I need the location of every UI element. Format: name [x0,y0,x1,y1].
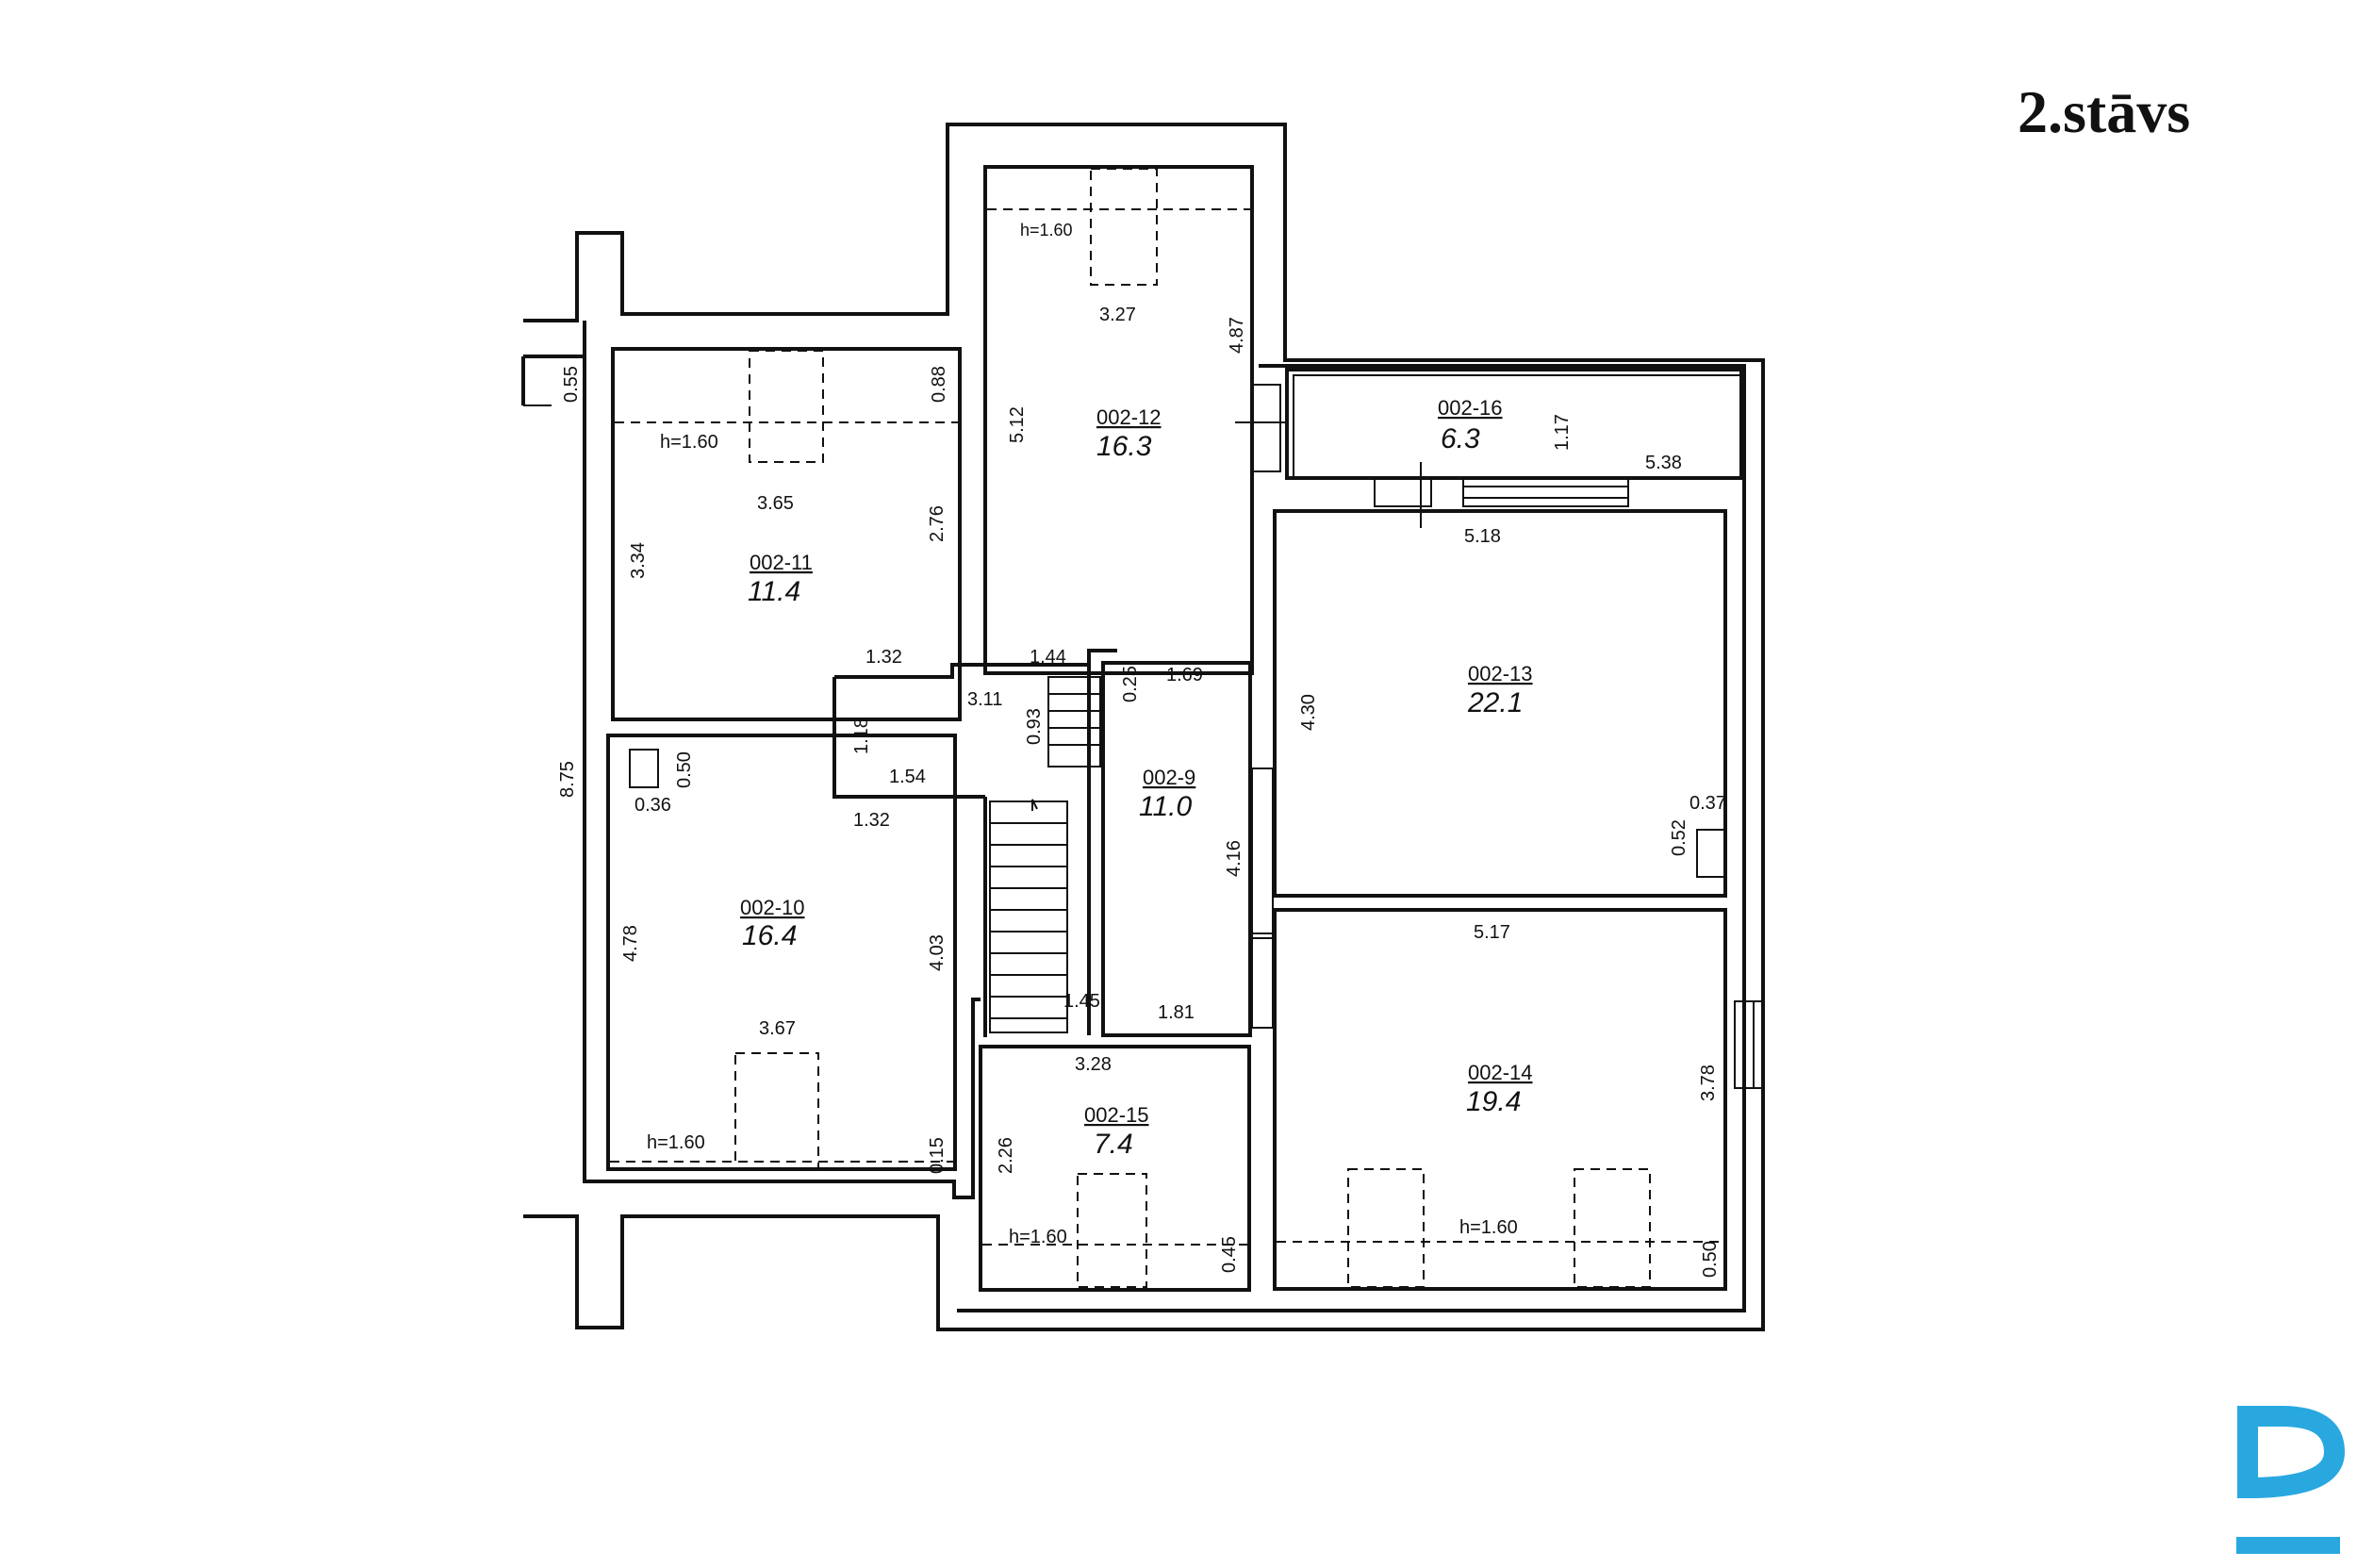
room-label-002-10-area: 16.4 [742,920,797,951]
dim-label: 1.45 [1063,991,1100,1012]
dim-label: 4.30 [1298,694,1319,731]
room-label-002-14-area: 19.4 [1466,1086,1521,1117]
room-label-002-14-id: 002-14 [1468,1061,1533,1084]
room-label-002-11-area: 11.4 [748,576,800,607]
dim-label: 3.28 [1075,1054,1112,1075]
room-label-002-10-id: 002-10 [740,896,805,919]
dim-label: 3.27 [1099,305,1136,325]
dim-label: 0.93 [1024,708,1045,745]
outer-walls [521,123,1765,1331]
dim-label: 4.03 [927,934,948,971]
room-label-002-13-area: 22.1 [1467,687,1523,718]
dim-label: 1.18 [851,718,872,754]
dim-label: 0.15 [927,1137,948,1174]
dim-label: 3.11 [967,689,1002,710]
dim-label: 4.87 [1227,317,1247,354]
dim-label: 0.25 [1120,666,1141,702]
room-label-002-12-id: 002-12 [1096,405,1162,429]
chimney [629,749,659,788]
dim-label: 0.55 [561,366,582,403]
dim-label: 3.34 [628,542,649,579]
room-label-002-9-area: 11.0 [1139,791,1192,822]
room-label-002-9-id: 002-9 [1143,766,1195,789]
room-002-15-walls [979,1045,1251,1292]
floor-title: 2.stāvs [2018,78,2190,145]
room-002-10-walls [606,734,957,1171]
dim-label: 1.17 [1552,414,1573,451]
room-002-14-walls [1273,908,1727,1291]
dim-label: 1.54 [889,767,926,787]
height-label: h=1.60 [1459,1217,1518,1238]
room-label-002-16-area: 6.3 [1441,423,1480,454]
dim-label: 3.67 [759,1018,796,1039]
dim-label: 5.18 [1464,526,1501,547]
dim-label: 0.36 [635,795,671,816]
room-label-002-13-id: 002-13 [1468,662,1533,685]
dim-label: 2.76 [927,505,948,542]
room-label-002-11-id: 002-11 [750,551,813,574]
height-label: h=1.60 [1020,221,1073,239]
height-label: h=1.60 [660,432,718,453]
room-002-11-walls [611,347,962,721]
dim-label: 3.65 [757,493,794,514]
dim-label: 0.52 [1669,819,1689,856]
height-labels: h=1.60 h=1.60 h=1.60 h=1.60 h=1.60 [647,221,1518,1247]
dim-label: 4.78 [620,925,641,962]
room-label-002-15-area: 7.4 [1094,1129,1133,1160]
room-walls [606,165,1745,1292]
dim-label: 0.88 [929,366,949,403]
room-label-002-15-id: 002-15 [1084,1103,1149,1127]
letter-d-logo [2236,1406,2346,1554]
dim-label: 1.44 [1030,647,1066,668]
dim-label: 5.12 [1007,406,1028,443]
dim-label: 3.78 [1698,1065,1719,1101]
dim-label: 5.38 [1645,453,1682,473]
dim-label: 4.16 [1224,840,1244,877]
dim-label: 0.50 [674,751,695,788]
room-labels: 002-11 11.4 002-10 16.4 002-12 16.3 002-… [740,396,1533,1160]
dim-label: 1.81 [1158,1002,1195,1023]
dim-label: 5.17 [1474,922,1510,943]
room-label-002-12-area: 16.3 [1096,431,1152,462]
windows [1235,384,1764,1089]
slope-lines [610,168,1723,1288]
dim-label: 0.37 [1689,793,1726,814]
dim-label: 1.69 [1166,665,1203,685]
dim-label: 1.32 [865,647,902,668]
height-label: h=1.60 [647,1132,705,1153]
dim-label: 1.32 [853,810,890,831]
room-002-9-walls [1101,661,1252,1037]
dim-label: 8.75 [557,761,578,798]
dim-label: 0.50 [1700,1241,1721,1278]
dim-label: 0.45 [1219,1236,1240,1273]
room-label-002-16-id: 002-16 [1438,396,1503,420]
room-002-13-walls [1273,509,1727,898]
dimension-labels: 8.75 0.55 3.65 0.88 2.76 3.34 1.32 0.50 … [557,305,1726,1278]
dim-label: 2.26 [996,1137,1016,1174]
staircase [989,676,1101,1033]
height-label: h=1.60 [1009,1227,1067,1247]
